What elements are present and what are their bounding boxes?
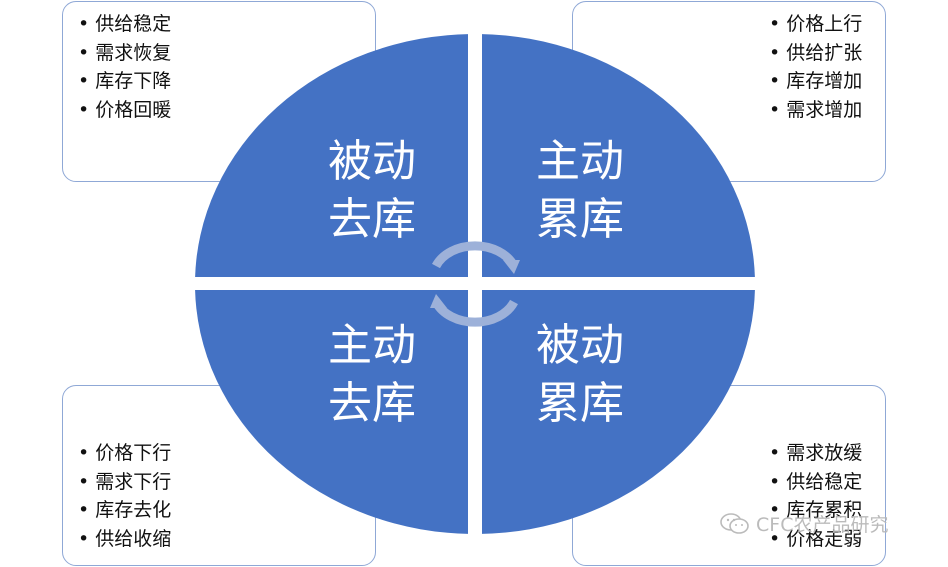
cycle-arrow-top-head-icon	[503, 260, 520, 274]
quadrant-bottom-right	[482, 290, 755, 534]
list-item: 需求增加	[769, 96, 862, 125]
list-item: 供给稳定	[769, 468, 862, 497]
quadrant-label-bottom-left: 去库	[328, 378, 416, 429]
list-item: 库存去化	[78, 496, 171, 525]
list-item: 库存增加	[769, 67, 862, 96]
list-item: 需求下行	[78, 468, 171, 497]
list-item: 库存累积	[769, 496, 862, 525]
list-item: 供给稳定	[78, 10, 171, 39]
bullet-list: 价格上行 供给扩张 库存增加 需求增加	[769, 10, 862, 124]
watermark-text: CFC农产品研究	[756, 514, 889, 536]
list-item: 供给收缩	[78, 525, 171, 554]
bullet-list: 价格下行 需求下行 库存去化 供给收缩	[78, 439, 171, 553]
quadrant-top-right	[482, 34, 755, 277]
quadrant-label-top-left: 被动	[328, 136, 416, 187]
list-item: 价格回暖	[78, 96, 171, 125]
bullet-list: 需求放缓 供给稳定 库存累积 价格走弱	[769, 439, 862, 553]
watermark: CFC农产品研究	[720, 510, 888, 537]
list-item: 需求恢复	[78, 39, 171, 68]
cycle-arrow-top-icon	[432, 241, 518, 269]
quadrant-top-left	[195, 34, 468, 277]
list-item: 价格走弱	[769, 525, 862, 554]
quadrant-label-top-right: 累库	[536, 194, 624, 245]
wechat-icon	[720, 512, 749, 534]
list-item: 价格下行	[78, 439, 171, 468]
quadrant-label-bottom-left: 主动	[328, 320, 416, 371]
quadrant-label-bottom-right: 累库	[536, 378, 624, 429]
quadrant-label-bottom-right: 被动	[536, 320, 624, 371]
cycle-arrow-bottom-head-icon	[430, 294, 447, 308]
cycle-arrow-bottom-icon	[432, 299, 518, 327]
list-item: 库存下降	[78, 67, 171, 96]
list-item: 需求放缓	[769, 439, 862, 468]
quadrant-label-top-right: 主动	[536, 136, 624, 187]
list-item: 价格上行	[769, 10, 862, 39]
quadrant-bottom-left	[195, 290, 468, 534]
bullet-list: 供给稳定 需求恢复 库存下降 价格回暖	[78, 10, 171, 124]
quadrant-label-top-left: 去库	[328, 194, 416, 245]
list-item: 供给扩张	[769, 39, 862, 68]
